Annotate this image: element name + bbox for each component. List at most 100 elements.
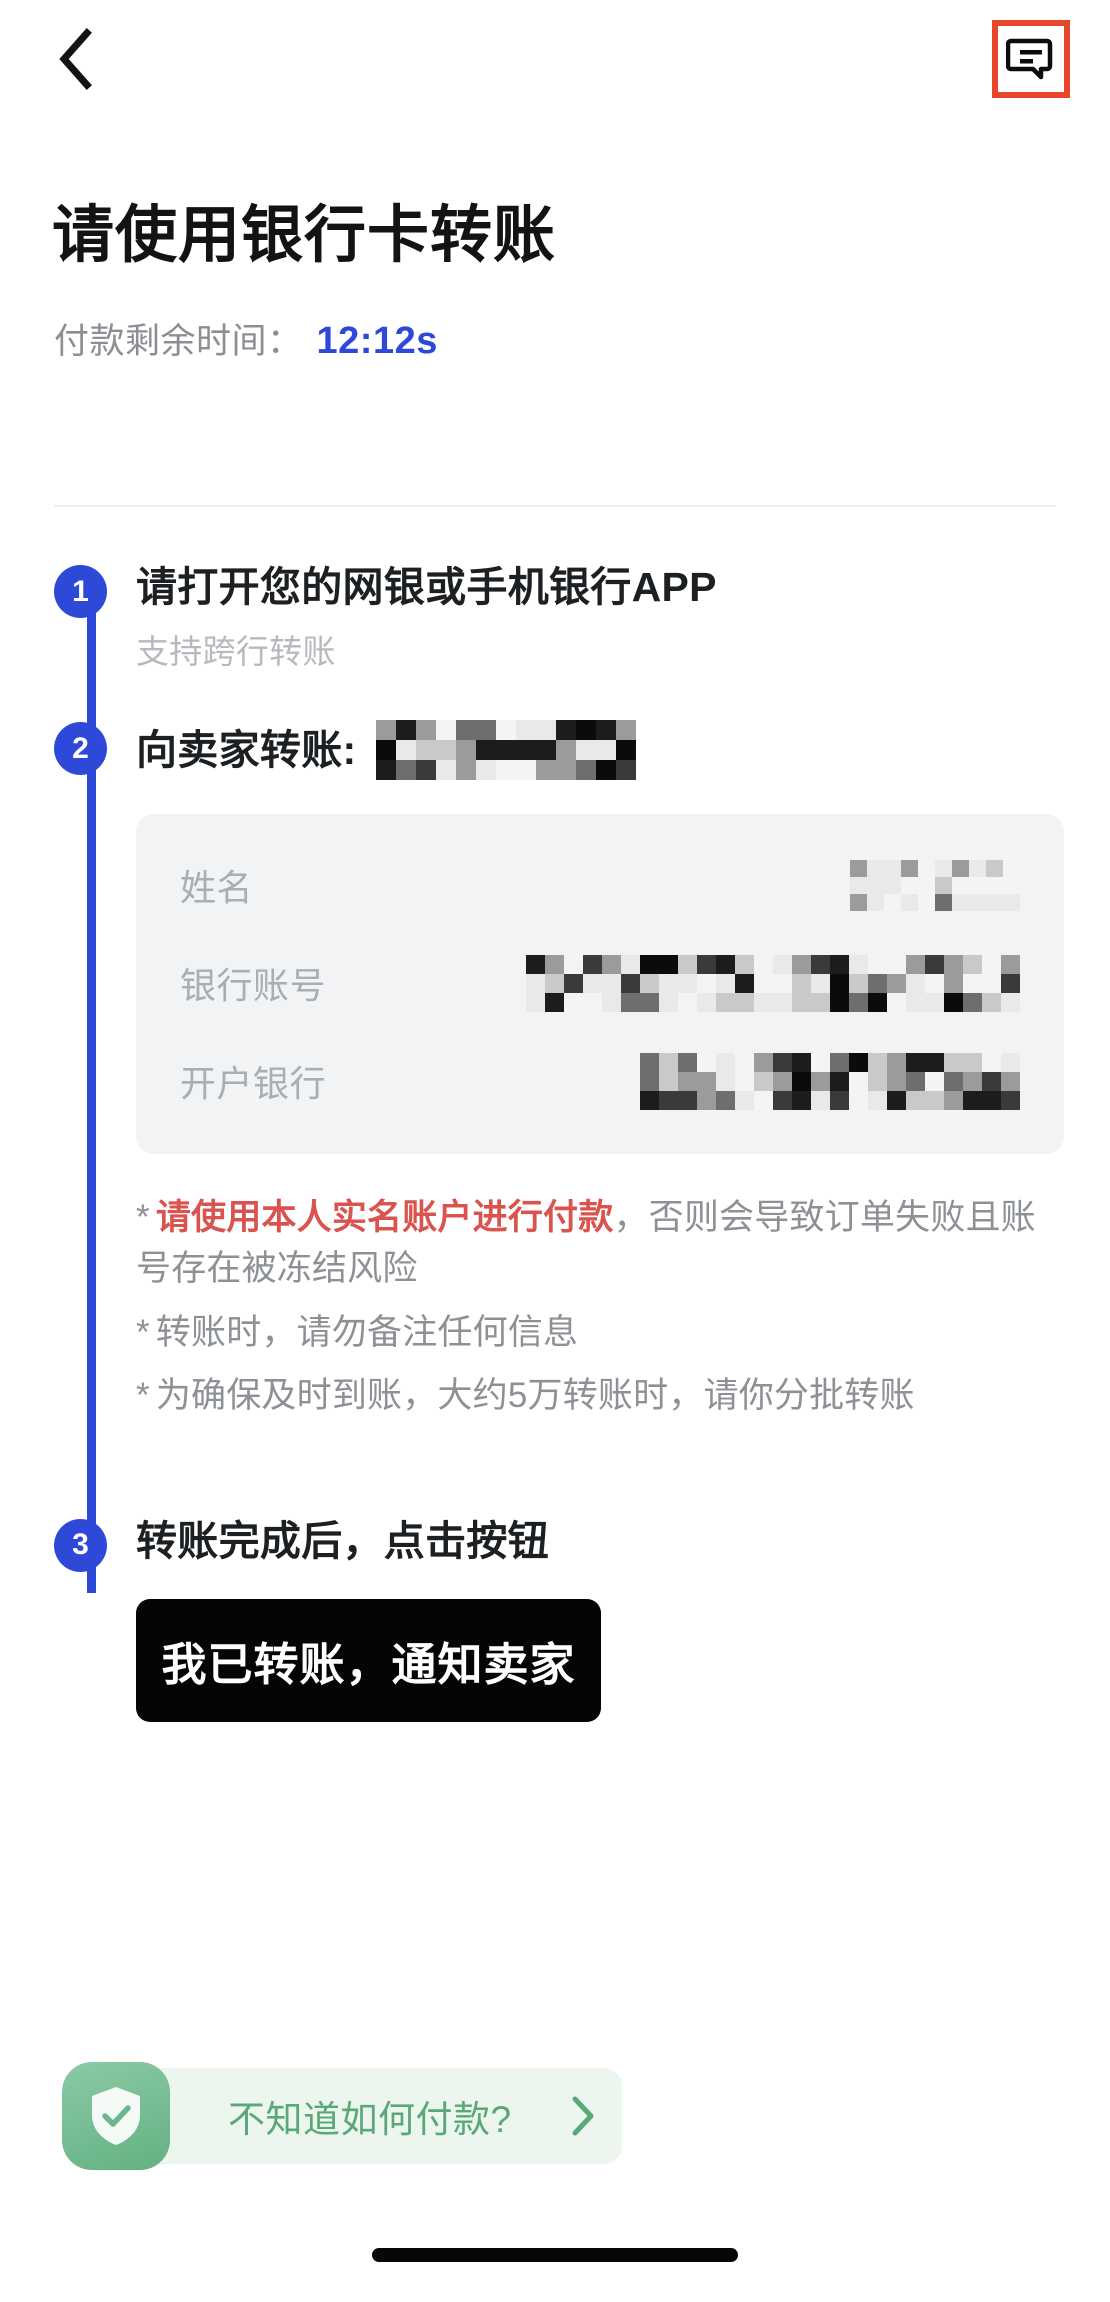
mosaic-pixel	[952, 876, 969, 894]
back-button[interactable]	[40, 24, 110, 94]
mosaic-pixel	[1003, 893, 1020, 911]
mosaic-pixel	[640, 992, 659, 1012]
mosaic-pixel	[982, 954, 1001, 974]
mosaic-pixel	[963, 992, 982, 1012]
mosaic-pixel	[516, 740, 537, 761]
note-text: ，否则会导致订单失败且账号存在被冻结风险	[136, 1198, 1036, 1289]
mosaic-pixel	[659, 1071, 678, 1091]
help-pill[interactable]: 不知道如何付款?	[118, 2068, 622, 2164]
mosaic-pixel	[884, 876, 901, 894]
step-number-badge: 2	[54, 722, 107, 776]
mosaic-pixel	[496, 760, 517, 781]
mosaic-pixel	[754, 992, 773, 1012]
mosaic-pixel	[969, 876, 986, 894]
mosaic-pixel	[887, 954, 906, 974]
mosaic-pixel	[602, 973, 621, 993]
mosaic-pixel	[906, 1052, 925, 1072]
help-banner[interactable]: 不知道如何付款?	[62, 2062, 622, 2170]
mosaic-pixel	[925, 1052, 944, 1072]
mosaic-pixel	[849, 1052, 868, 1072]
mosaic-pixel	[868, 1090, 887, 1110]
mosaic-pixel	[735, 1071, 754, 1091]
mosaic-pixel	[952, 859, 969, 877]
step-number-badge: 1	[54, 565, 107, 618]
mosaic-pixel	[536, 740, 557, 761]
mosaic-pixel	[436, 740, 457, 761]
mosaic-pixel	[868, 954, 887, 974]
mosaic-pixel	[811, 1090, 830, 1110]
mosaic-pixel	[583, 973, 602, 993]
mosaic-pixel	[716, 1090, 735, 1110]
app-header	[0, 0, 1110, 118]
steps-list: 1 请打开您的网银或手机银行APP 支持跨行转账 2 向卖家转账: 姓名	[54, 563, 1064, 1723]
mosaic-pixel	[716, 992, 735, 1012]
mosaic-pixel	[918, 893, 935, 911]
mosaic-pixel	[376, 760, 397, 781]
mosaic-pixel	[616, 740, 637, 761]
mosaic-pixel	[564, 992, 583, 1012]
mosaic-pixel	[545, 992, 564, 1012]
mosaic-pixel	[925, 973, 944, 993]
mosaic-pixel	[925, 992, 944, 1012]
mosaic-pixel	[564, 954, 583, 974]
note-text: 为确保及时到账，大约5万转账时，请你分批转账	[155, 1375, 915, 1415]
mosaic-pixel	[849, 992, 868, 1012]
mosaic-pixel	[436, 720, 457, 741]
mosaic-pixel	[678, 992, 697, 1012]
step-item-1: 1 请打开您的网银或手机银行APP 支持跨行转账	[54, 563, 1056, 673]
mosaic-pixel	[436, 760, 457, 781]
mosaic-pixel	[556, 720, 577, 741]
mosaic-pixel	[830, 1052, 849, 1072]
mosaic-pixel	[564, 973, 583, 993]
note-item: *转账时，请勿备注任何信息	[136, 1307, 1066, 1358]
mosaic-pixel	[576, 720, 597, 741]
shield-check-icon	[62, 2062, 170, 2170]
mosaic-pixel	[754, 973, 773, 993]
mosaic-pixel	[906, 954, 925, 974]
mosaic-pixel	[792, 992, 811, 1012]
mosaic-pixel	[925, 1090, 944, 1110]
mosaic-pixel	[963, 1052, 982, 1072]
transfer-amount-redacted	[376, 720, 637, 781]
mosaic-pixel	[982, 992, 1001, 1012]
mosaic-pixel	[596, 720, 617, 741]
mosaic-pixel	[918, 876, 935, 894]
chevron-right-icon	[570, 2095, 596, 2137]
mosaic-pixel	[716, 973, 735, 993]
chat-button[interactable]	[992, 20, 1070, 98]
mosaic-pixel	[830, 1071, 849, 1091]
mosaic-pixel	[935, 859, 952, 877]
step-title: 向卖家转账:	[136, 727, 357, 774]
mosaic-pixel	[621, 992, 640, 1012]
mosaic-pixel	[850, 893, 867, 911]
notify-seller-button[interactable]: 我已转账，通知卖家	[136, 1599, 601, 1723]
mosaic-pixel	[850, 859, 867, 877]
mosaic-pixel	[884, 859, 901, 877]
mosaic-pixel	[735, 1090, 754, 1110]
mosaic-pixel	[456, 740, 477, 761]
mosaic-pixel	[773, 954, 792, 974]
mosaic-pixel	[867, 859, 884, 877]
mosaic-pixel	[416, 760, 437, 781]
note-marker: *	[136, 1198, 150, 1238]
mosaic-pixel	[986, 876, 1003, 894]
mosaic-pixel	[556, 760, 577, 781]
mosaic-pixel	[925, 1071, 944, 1091]
mosaic-pixel	[496, 740, 517, 761]
account-name-redacted	[850, 859, 1020, 911]
mosaic-pixel	[1001, 1052, 1020, 1072]
mosaic-pixel	[906, 1090, 925, 1110]
step-subtitle: 支持跨行转账	[136, 633, 336, 671]
mosaic-pixel	[944, 1071, 963, 1091]
mosaic-pixel	[602, 992, 621, 1012]
mosaic-pixel	[396, 760, 417, 781]
mosaic-pixel	[944, 954, 963, 974]
note-marker: *	[136, 1312, 150, 1352]
step-title: 请打开您的网银或手机银行APP	[136, 564, 717, 610]
mosaic-pixel	[887, 973, 906, 993]
mosaic-pixel	[901, 876, 918, 894]
mosaic-pixel	[376, 720, 397, 741]
mosaic-pixel	[754, 1090, 773, 1110]
mosaic-pixel	[659, 973, 678, 993]
